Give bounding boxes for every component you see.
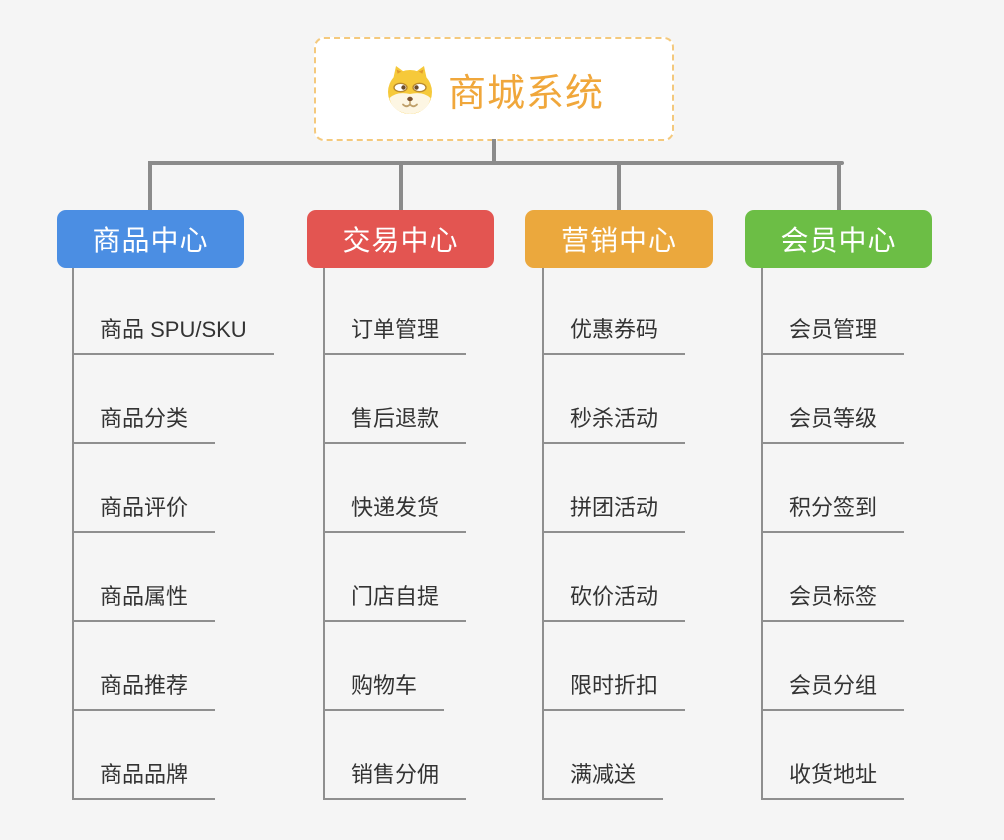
leaf-item[interactable]: 会员等级 <box>761 404 905 444</box>
doge-dog-face-icon <box>384 63 436 115</box>
leaf-column-trade: 订单管理 售后退款 快递发货 门店自提 购物车 销售分佣 <box>323 268 563 800</box>
leaf-item[interactable]: 门店自提 <box>323 582 467 622</box>
root-title: 商城系统 <box>447 72 604 115</box>
leaf-item[interactable]: 满减送 <box>542 760 664 800</box>
leaf-item[interactable]: 秒杀活动 <box>542 404 686 444</box>
leaf-item[interactable]: 积分签到 <box>761 493 905 533</box>
leaf-item[interactable]: 订单管理 <box>323 315 467 355</box>
leaf-item[interactable]: 商品 SPU/SKU <box>72 315 274 355</box>
connector-root-drop <box>492 139 496 163</box>
leaf-column-marketing: 优惠券码 秒杀活动 拼团活动 砍价活动 限时折扣 满减送 <box>542 268 782 800</box>
leaf-item[interactable]: 收货地址 <box>761 760 905 800</box>
connector-drop-member <box>837 161 841 210</box>
leaf-item[interactable]: 会员管理 <box>761 315 905 355</box>
leaf-item[interactable]: 商品推荐 <box>72 671 216 711</box>
leaf-item[interactable]: 快递发货 <box>323 493 467 533</box>
leaf-item[interactable]: 售后退款 <box>323 404 467 444</box>
connector-rail <box>148 161 844 165</box>
connector-spine <box>542 268 544 800</box>
leaf-item[interactable]: 拼团活动 <box>542 493 686 533</box>
connector-drop-marketing <box>617 161 621 210</box>
branch-member-center[interactable]: 会员中心 <box>745 210 932 268</box>
connector-drop-trade <box>399 161 403 210</box>
branch-trade-center[interactable]: 交易中心 <box>307 210 494 268</box>
leaf-item[interactable]: 会员标签 <box>761 582 905 622</box>
connector-spine <box>323 268 325 800</box>
connector-spine <box>72 268 74 800</box>
leaf-item[interactable]: 商品品牌 <box>72 760 216 800</box>
leaf-item[interactable]: 商品分类 <box>72 404 216 444</box>
root-node[interactable]: 商城系统 <box>314 37 674 141</box>
branch-marketing-center[interactable]: 营销中心 <box>525 210 713 268</box>
leaf-item[interactable]: 商品属性 <box>72 582 216 622</box>
leaf-item[interactable]: 商品评价 <box>72 493 216 533</box>
leaf-item[interactable]: 优惠券码 <box>542 315 686 355</box>
connector-spine <box>761 268 763 800</box>
leaf-item[interactable]: 会员分组 <box>761 671 905 711</box>
connector-drop-product <box>148 161 152 210</box>
leaf-column-product: 商品 SPU/SKU 商品分类 商品评价 商品属性 商品推荐 商品品牌 <box>72 268 312 800</box>
leaf-item[interactable]: 限时折扣 <box>542 671 686 711</box>
leaf-item[interactable]: 砍价活动 <box>542 582 686 622</box>
branch-product-center[interactable]: 商品中心 <box>57 210 244 268</box>
leaf-column-member: 会员管理 会员等级 积分签到 会员标签 会员分组 收货地址 <box>761 268 1001 800</box>
leaf-item[interactable]: 购物车 <box>323 671 445 711</box>
leaf-item[interactable]: 销售分佣 <box>323 760 467 800</box>
